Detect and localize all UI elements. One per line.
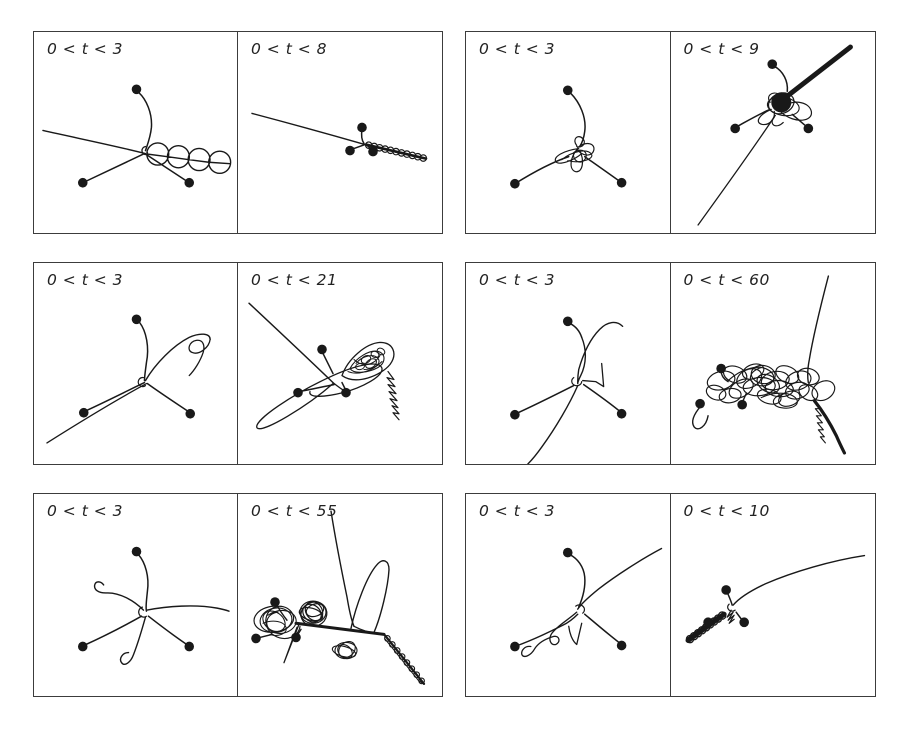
trajectory-panel: 0 < t < 21 xyxy=(238,263,442,464)
trajectory-plot xyxy=(42,84,232,188)
time-range-label: 0 < t < 3 xyxy=(47,502,123,520)
panel-pair-3: 0 < t < 3 0 < t < 21 xyxy=(33,262,443,465)
panel-pair-4: 0 < t < 3 0 < t < 60 xyxy=(465,262,876,465)
time-range-label: 0 < t < 10 xyxy=(683,502,770,520)
trajectory-plot xyxy=(251,510,426,685)
trajectory-plot xyxy=(248,302,400,430)
panel-pair-5: 0 < t < 3 0 < t < 55 xyxy=(33,493,443,697)
trajectory-plot xyxy=(251,112,428,162)
time-range-label: 0 < t < 3 xyxy=(479,271,555,289)
trajectory-panel: 0 < t < 3 xyxy=(466,494,671,696)
trajectory-panel: 0 < t < 9 xyxy=(671,32,876,233)
panel-pair-2: 0 < t < 3 0 < t < 9 xyxy=(465,31,876,234)
trajectory-panel: 0 < t < 55 xyxy=(238,494,442,696)
time-range-label: 0 < t < 3 xyxy=(47,40,123,58)
trajectory-panel: 0 < t < 10 xyxy=(671,494,876,696)
trajectory-plot xyxy=(510,85,627,189)
panel-pair-1: 0 < t < 3 0 < t < 8 xyxy=(33,31,443,234)
trajectory-plot xyxy=(696,44,853,226)
trajectory-panel: 0 < t < 3 xyxy=(34,494,238,696)
trajectory-plot xyxy=(510,547,663,657)
time-range-label: 0 < t < 3 xyxy=(479,502,555,520)
time-range-label: 0 < t < 8 xyxy=(251,40,327,58)
trajectory-plot xyxy=(46,314,211,444)
trajectory-panel: 0 < t < 3 xyxy=(34,263,238,464)
time-range-label: 0 < t < 60 xyxy=(683,271,770,289)
time-range-label: 0 < t < 21 xyxy=(251,271,338,289)
trajectory-plot xyxy=(691,275,846,455)
trajectory-plot xyxy=(510,316,627,464)
trajectory-panel: 0 < t < 60 xyxy=(671,263,876,464)
trajectory-panel: 0 < t < 3 xyxy=(466,32,671,233)
trajectory-panel: 0 < t < 3 xyxy=(466,263,671,464)
trajectory-panel: 0 < t < 3 xyxy=(34,32,238,233)
panel-pair-6: 0 < t < 3 0 < t < 10 xyxy=(465,493,876,697)
time-range-label: 0 < t < 9 xyxy=(683,40,760,58)
time-range-label: 0 < t < 55 xyxy=(251,502,338,520)
time-range-label: 0 < t < 3 xyxy=(479,40,555,58)
time-range-label: 0 < t < 3 xyxy=(47,271,123,289)
trajectory-plot xyxy=(685,554,865,644)
trajectory-plot xyxy=(77,546,230,665)
trajectory-panel: 0 < t < 8 xyxy=(238,32,442,233)
